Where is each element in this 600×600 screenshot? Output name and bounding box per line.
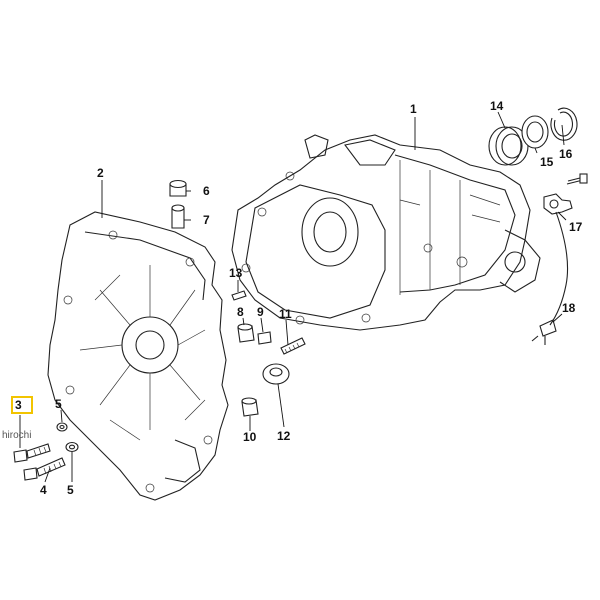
- wire-harness-part: [531, 211, 569, 345]
- leader-lines: [19, 111, 567, 483]
- stud-part: [280, 337, 306, 355]
- callout-6: 6: [203, 184, 210, 198]
- long-bolt-part: [23, 457, 66, 481]
- callout-17: 17: [569, 220, 583, 234]
- callout-10: 10: [243, 430, 257, 444]
- short-bolt-part: [13, 443, 51, 463]
- pin-part: [231, 290, 247, 301]
- dowel-part: [169, 179, 187, 197]
- main-transmission-housing: [231, 134, 541, 331]
- callout-5-upper: 5: [55, 397, 62, 411]
- callout-1: 1: [410, 102, 417, 116]
- highlight-box-part-3: [11, 396, 33, 414]
- callout-9: 9: [257, 305, 264, 319]
- seal-ring-part: [521, 115, 549, 149]
- callout-labels: 1 2 3 4 5 5 6 7 8 9 10 11 12 13 14 15 16…: [15, 99, 583, 497]
- callout-14: 14: [490, 99, 504, 113]
- callout-16: 16: [559, 147, 573, 161]
- callout-5-lower: 5: [67, 483, 74, 497]
- callout-8: 8: [237, 305, 244, 319]
- callout-13: 13: [229, 266, 243, 280]
- callout-3: 3: [15, 398, 22, 412]
- callout-15: 15: [540, 155, 554, 169]
- washer-part-upper: [56, 422, 68, 432]
- bushing-part: [237, 323, 255, 343]
- washer-part-lower: [65, 441, 79, 453]
- sleeve-bushing-part: [241, 397, 259, 417]
- callout-4: 4: [40, 483, 47, 497]
- watermark-text: hirochi: [2, 430, 32, 441]
- sleeve-part: [171, 204, 185, 229]
- circlip-part: [550, 107, 578, 141]
- callout-18: 18: [562, 301, 576, 315]
- small-bushing-part: [257, 331, 272, 345]
- front-cover-housing: [47, 211, 229, 501]
- callout-12: 12: [277, 429, 291, 443]
- sensor-part: [543, 173, 588, 215]
- callout-7: 7: [203, 213, 210, 227]
- spacer-part: [262, 363, 290, 385]
- callout-11: 11: [279, 307, 292, 321]
- callout-2: 2: [97, 166, 104, 180]
